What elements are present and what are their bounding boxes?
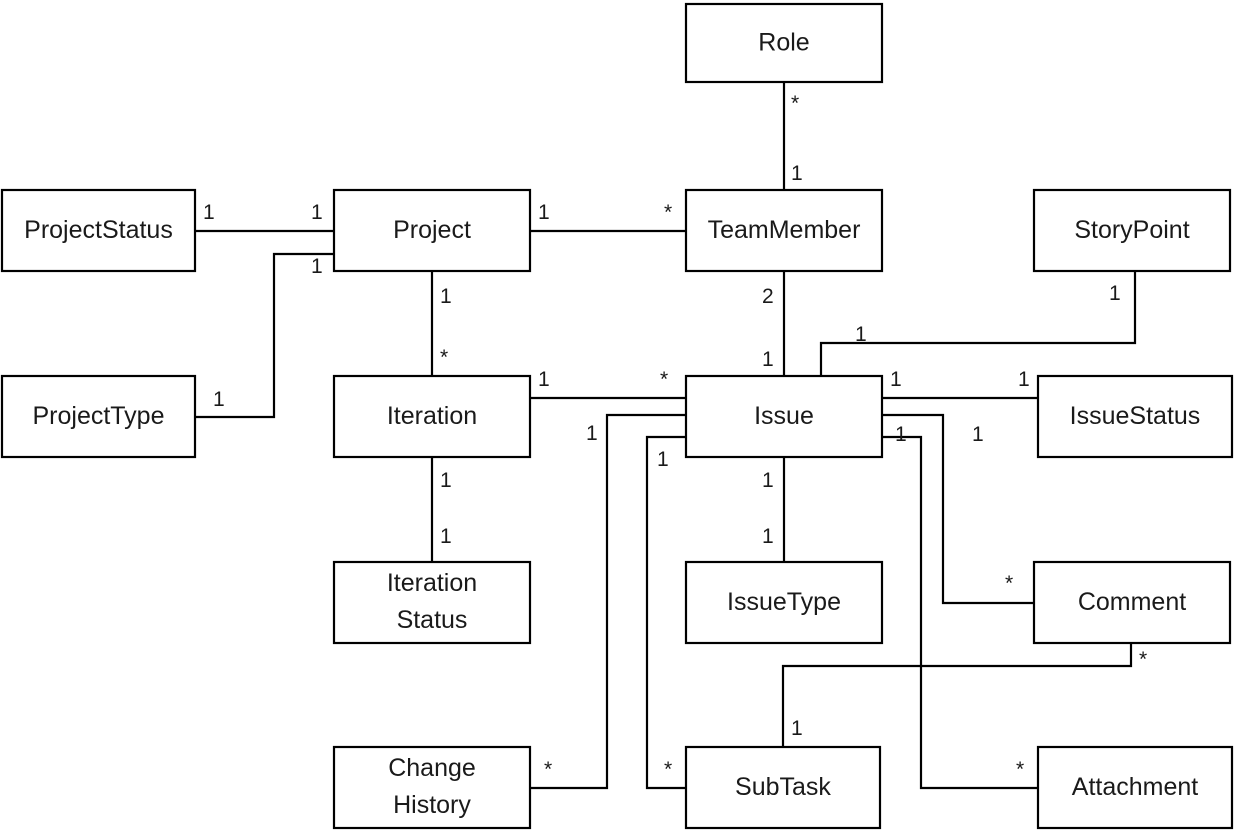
multiplicity-label: 1 [972, 423, 984, 446]
multiplicity-label: 1 [791, 162, 803, 185]
multiplicity-label: 2 [762, 285, 774, 308]
entity-label-comment: Comment [1078, 588, 1186, 616]
multiplicity-layer: * 1 1 1 1 * 1 1 1 * 2 1 1 1 1 * 1 1 1 1 1 1 1 * 1 * 1 * 1 * * 1 [203, 92, 1147, 781]
entity-label-issuetype: IssueType [727, 588, 841, 616]
relationship-connector-issue-comment [882, 413, 1034, 605]
entity-box-attachment[interactable]: Attachment [1036, 745, 1234, 830]
entity-box-projecttype[interactable]: ProjectType [0, 374, 197, 459]
multiplicity-label: 1 [203, 201, 215, 224]
entity-label-projectstatus: ProjectStatus [24, 216, 173, 244]
multiplicity-label: * [544, 758, 552, 781]
entity-rect-iteration [332, 374, 532, 459]
entity-rect-changehistory [332, 745, 532, 830]
multiplicity-label: 1 [586, 422, 598, 445]
relationship-connector-issue-attachment [882, 435, 1038, 790]
entity-rect-issuestatus [1036, 374, 1234, 459]
entity-box-issuestatus[interactable]: IssueStatus [1036, 374, 1234, 459]
entity-box-projectstatus[interactable]: ProjectStatus [0, 188, 197, 273]
entity-label-changehistory: History [393, 791, 471, 819]
entity-label-changehistory: Change [388, 754, 476, 782]
entity-label-storypoint: StoryPoint [1074, 216, 1189, 244]
entity-label-issuestatus: IssueStatus [1070, 402, 1201, 430]
entity-label-projecttype: ProjectType [32, 402, 164, 430]
relationship-connector-storypoint-issue [819, 271, 1137, 376]
entity-box-storypoint[interactable]: StoryPoint [1032, 188, 1232, 273]
multiplicity-label: * [440, 346, 448, 369]
multiplicity-label: * [664, 758, 672, 781]
multiplicity-label: 1 [538, 201, 550, 224]
entity-rect-project [332, 188, 532, 273]
multiplicity-label: 1 [440, 285, 452, 308]
entity-rect-attachment [1036, 745, 1234, 830]
relationship-connector-projecttype-project [195, 252, 334, 419]
entity-label-iteration: Iteration [387, 402, 477, 430]
multiplicity-label: 1 [440, 469, 452, 492]
entity-rect-projectstatus [0, 188, 197, 273]
multiplicity-label: * [660, 368, 668, 391]
entity-label-role: Role [758, 29, 809, 57]
multiplicity-label: 1 [1018, 368, 1030, 391]
multiplicity-label: 1 [1109, 282, 1121, 305]
multiplicity-label: * [791, 92, 799, 115]
entity-box-subtask[interactable]: SubTask [684, 745, 882, 830]
entity-rect-issuetype [684, 560, 884, 645]
multiplicity-label: * [1139, 648, 1147, 671]
relationship-connector-issue-subtask [645, 435, 686, 790]
multiplicity-label: 1 [213, 388, 225, 411]
multiplicity-label: 1 [440, 525, 452, 548]
relationship-connector-issue-changehistory [530, 413, 686, 790]
multiplicity-label: * [1016, 758, 1024, 781]
multiplicity-label: 1 [311, 255, 323, 278]
entity-rect-role [684, 2, 884, 84]
entity-label-issue: Issue [754, 402, 814, 430]
multiplicity-label: 1 [791, 717, 803, 740]
relations-layer [195, 82, 1137, 790]
entity-label-iterationstatus: Status [397, 606, 468, 634]
multiplicity-label: 1 [762, 348, 774, 371]
entity-box-teammember[interactable]: TeamMember [684, 188, 884, 273]
entity-label-teammember: TeamMember [708, 216, 861, 244]
entity-box-iteration[interactable]: Iteration [332, 374, 532, 459]
entity-label-iterationstatus: Iteration [387, 569, 477, 597]
entity-rect-issue [684, 374, 884, 459]
entity-box-comment[interactable]: Comment [1032, 560, 1232, 645]
entity-box-role[interactable]: Role [684, 2, 884, 84]
multiplicity-label: * [664, 201, 672, 224]
multiplicity-label: 1 [890, 368, 902, 391]
multiplicity-label: 1 [538, 368, 550, 391]
multiplicity-label: 1 [762, 525, 774, 548]
multiplicity-label: 1 [657, 448, 669, 471]
entity-rect-iterationstatus [332, 560, 532, 645]
entity-label-attachment: Attachment [1072, 773, 1199, 801]
relationship-connector-comment-subtask [781, 643, 1133, 747]
entity-rect-teammember [684, 188, 884, 273]
multiplicity-label: 1 [895, 423, 907, 446]
entity-label-project: Project [393, 216, 471, 244]
multiplicity-label: 1 [311, 201, 323, 224]
entity-rect-storypoint [1032, 188, 1232, 273]
entity-box-project[interactable]: Project [332, 188, 532, 273]
entity-rect-comment [1032, 560, 1232, 645]
entity-box-issue[interactable]: Issue [684, 374, 884, 459]
multiplicity-label: 1 [855, 323, 867, 346]
multiplicity-label: * [1005, 572, 1013, 595]
entity-label-subtask: SubTask [735, 773, 831, 801]
entity-rect-projecttype [0, 374, 197, 459]
multiplicity-label: 1 [762, 469, 774, 492]
entity-rect-subtask [684, 745, 882, 830]
entity-box-issuetype[interactable]: IssueType [684, 560, 884, 645]
